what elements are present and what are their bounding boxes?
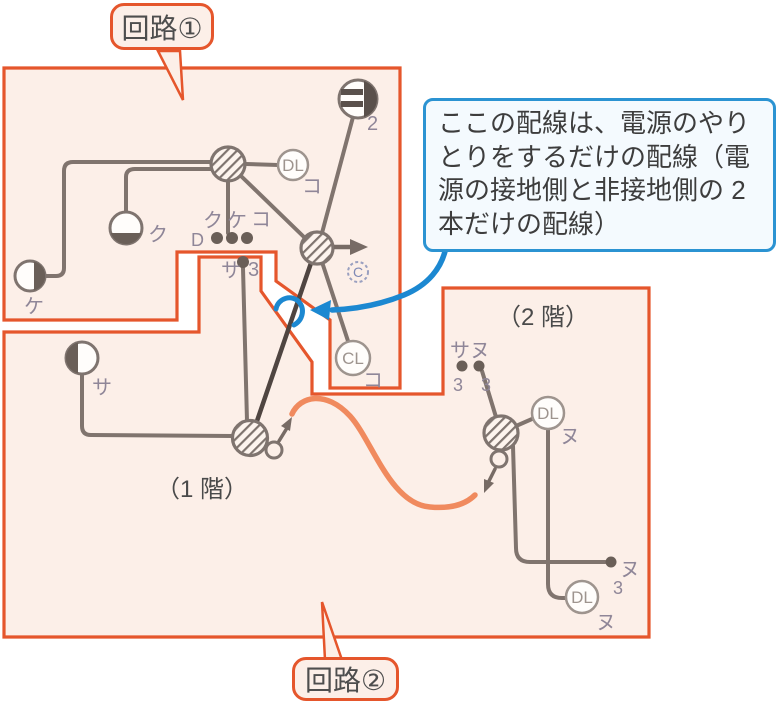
cl-light-circle: [334, 339, 372, 377]
callout-line-1: ここの配線は、電源のやり: [438, 108, 751, 138]
junction-boxes: [209, 145, 520, 458]
wire-sw2-j4: [480, 369, 498, 419]
switch-sa3-2f-dot: [456, 360, 468, 372]
drop-arrow-2f-head: [484, 479, 494, 493]
riser-arrow-1f-head: [281, 417, 292, 431]
ceiling-light-num-label: 2: [367, 113, 378, 135]
power-only-wire: [254, 260, 314, 424]
ceiling-rosette-symbol: [337, 78, 379, 120]
switch-dots: [211, 232, 617, 568]
wire-lamp-ke: [42, 160, 214, 278]
switch-sanu-num1-label: 3: [453, 375, 463, 395]
lamp-sa-symbol: [64, 340, 100, 376]
drop-circle-2f: [489, 449, 509, 469]
wire-lamp-sa-j3: [80, 372, 235, 438]
lamp-ke-label: ケ: [24, 296, 44, 318]
lamp-sa-label: サ: [92, 377, 112, 399]
wiring-callout: ここの配線は、電源のやり とりをするだけの配線（電 源の接地側と非接地側の 2 …: [423, 98, 776, 252]
floor-link-curve: [289, 395, 478, 511]
downlight-2f-b-label: DL: [571, 588, 593, 607]
callout-line-4: 本だけの配線）: [438, 208, 621, 239]
wire-lamp-ku: [124, 167, 214, 213]
callout-line-2: とりをするだけの配線（電: [438, 141, 751, 172]
circuit2-bubble: 回路②: [292, 657, 399, 701]
wire-highlight-loop: [273, 295, 305, 328]
circuit1-wires: [42, 115, 355, 423]
floor1-label: （1 階）: [156, 476, 248, 503]
circuit2-wires: [80, 369, 607, 600]
wire-j1-j2: [239, 174, 307, 240]
circuit2-region: [2, 255, 651, 639]
lamp-ku-label: ク: [148, 223, 168, 246]
riser-circle-1f: [264, 440, 284, 460]
callout-line-3: 源の接地側と非接地側の 2: [438, 175, 746, 205]
switch-sa3-dot: [237, 256, 249, 268]
wire-dl2-dl3: [546, 427, 567, 600]
wire-j4-dl2: [514, 417, 534, 428]
downlight-2f-label: DL: [537, 404, 559, 423]
downlight-1-circle: [276, 148, 310, 182]
cl-sub-label: コ: [363, 370, 383, 392]
outlet-c-label: C: [353, 264, 363, 280]
circuit1-bubble-pointer: [155, 49, 185, 101]
power-arrow-head: [350, 239, 368, 255]
switch-ko-dot: [241, 232, 253, 244]
switch-nu3-label: ヌ: [620, 559, 640, 581]
switch-sa3-label: サ: [221, 260, 241, 282]
wire-j1-dl: [244, 162, 280, 167]
riser-arrow-1f-line: [277, 426, 289, 443]
cl-light-label: CL: [342, 349, 364, 368]
switch-nu3-2f-dot: [473, 360, 485, 372]
switch-sanu-label: サヌ: [450, 340, 490, 362]
downlight-2f-sub-label: ヌ: [560, 426, 580, 448]
callout-arrow-curve: [329, 244, 449, 313]
circuit2-bubble-text: 回路②: [304, 665, 387, 696]
junction-box-1f: [230, 418, 270, 458]
switch-sa3-num-label: 3: [248, 259, 259, 281]
lamp-ke-symbol: [13, 259, 47, 293]
switch-ku-dot: [211, 232, 223, 244]
downlight-1-sub-label: コ: [302, 176, 322, 198]
junction-box-2f: [482, 414, 520, 452]
outlet-c-circle: [347, 261, 369, 283]
circuit1-bubble: 回路①: [110, 3, 214, 50]
switch-ko-label: コ: [251, 209, 271, 231]
wire-j2-cl: [320, 260, 350, 343]
switch-nu3-num-label: 3: [613, 578, 623, 598]
switch-sanu-num2-label: 3: [481, 375, 491, 395]
junction-box-2: [299, 230, 335, 266]
downlight-2f-b-sub-label: ヌ: [596, 612, 616, 634]
downlight-2f-b-circle: [564, 579, 600, 615]
drop-arrow-2f-line: [487, 467, 497, 483]
switch-ku-label: ク: [203, 209, 223, 232]
floor2-label: （2 階）: [497, 304, 589, 331]
circuit1-bubble-text: 回路①: [121, 12, 203, 44]
switch-nu3-dot: [605, 556, 617, 568]
downlight-2f-circle: [530, 395, 566, 431]
switch-d-label: D: [191, 230, 204, 250]
junction-box-1: [209, 145, 247, 183]
circuit1-region: [2, 66, 402, 390]
callout-arrow-head: [310, 300, 331, 320]
lamp-ku-symbol: [108, 210, 144, 246]
wire-switch-sa3: [241, 266, 249, 423]
downlight-1-label: DL: [282, 156, 304, 175]
wire-light2-j2: [320, 115, 355, 235]
switch-ke-dot: [226, 232, 238, 244]
wire-j4-nu3: [511, 444, 607, 564]
switch-ke-label: ケ: [227, 210, 247, 232]
